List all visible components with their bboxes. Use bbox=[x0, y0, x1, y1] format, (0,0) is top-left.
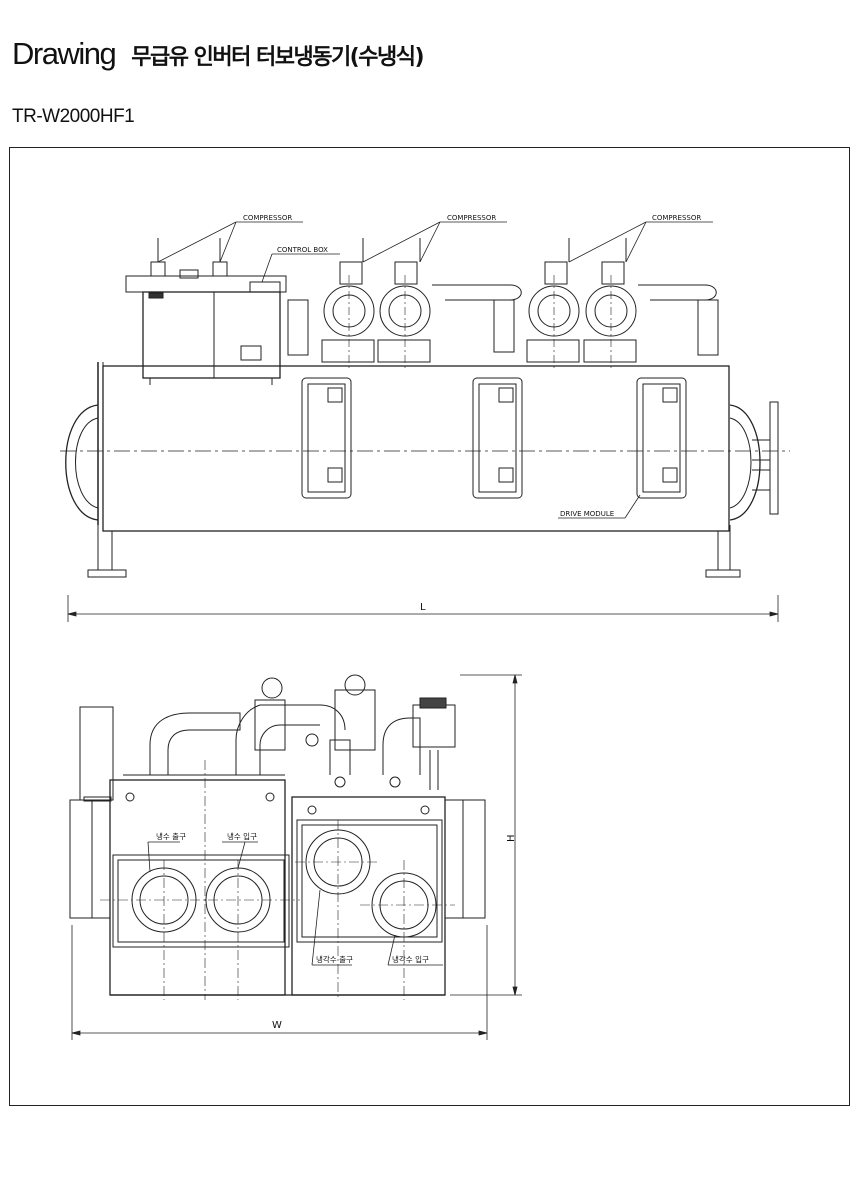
leader-lines-front bbox=[147, 841, 443, 966]
right-head bbox=[729, 404, 761, 521]
control-box bbox=[142, 291, 281, 385]
model-number: TR-W2000HF1 bbox=[12, 106, 135, 127]
title-english: Drawing bbox=[12, 36, 117, 71]
dimension-l-label: L bbox=[420, 602, 426, 613]
label-compressor-1: COMPRESSOR bbox=[243, 214, 292, 222]
label-cooling-water-inlet: 냉각수 입구 bbox=[392, 954, 429, 964]
side-view: COMPRESSOR COMPRESSOR COMPRESSOR CONTROL… bbox=[60, 214, 790, 622]
pipe-left bbox=[149, 712, 241, 775]
left-head bbox=[65, 404, 99, 521]
title-row: Drawing 무급유 인버터 터보냉동기(수냉식) bbox=[12, 36, 425, 72]
drive-module-1 bbox=[301, 377, 352, 499]
label-control-box: CONTROL BOX bbox=[277, 246, 328, 254]
dimension-w bbox=[71, 925, 488, 1040]
dimension-w-label: W bbox=[272, 1020, 282, 1031]
drive-module-2 bbox=[472, 377, 523, 499]
compressor-unit-1 bbox=[125, 238, 287, 293]
dimension-h-label: H bbox=[506, 834, 517, 842]
cooling-water-panel bbox=[296, 819, 443, 943]
shell-body bbox=[102, 365, 730, 532]
compressor-unit-3 bbox=[526, 238, 719, 363]
front-view: 냉수 출구 냉수 입구 냉각수 출구 냉각수 입구 W H bbox=[69, 674, 522, 1040]
dimension-h bbox=[450, 674, 522, 996]
label-chilled-water-inlet: 냉수 입구 bbox=[227, 831, 257, 841]
label-chilled-water-outlet: 냉수 출구 bbox=[156, 831, 186, 841]
drive-module-3 bbox=[636, 377, 687, 499]
chilled-water-panel bbox=[112, 854, 290, 948]
drawing-frame bbox=[9, 147, 850, 1106]
dimension-l bbox=[67, 595, 779, 622]
leader-lines-side bbox=[157, 221, 713, 519]
label-compressor-2: COMPRESSOR bbox=[447, 214, 496, 222]
label-drive-module: DRIVE MODULE bbox=[560, 510, 614, 518]
title-korean: 무급유 인버터 터보냉동기(수냉식) bbox=[131, 45, 424, 70]
label-cooling-water-outlet: 냉각수 출구 bbox=[316, 954, 353, 964]
left-leg bbox=[87, 525, 127, 578]
label-compressor-3: COMPRESSOR bbox=[652, 214, 701, 222]
right-leg bbox=[705, 525, 741, 578]
compressor-unit-2 bbox=[287, 238, 522, 363]
